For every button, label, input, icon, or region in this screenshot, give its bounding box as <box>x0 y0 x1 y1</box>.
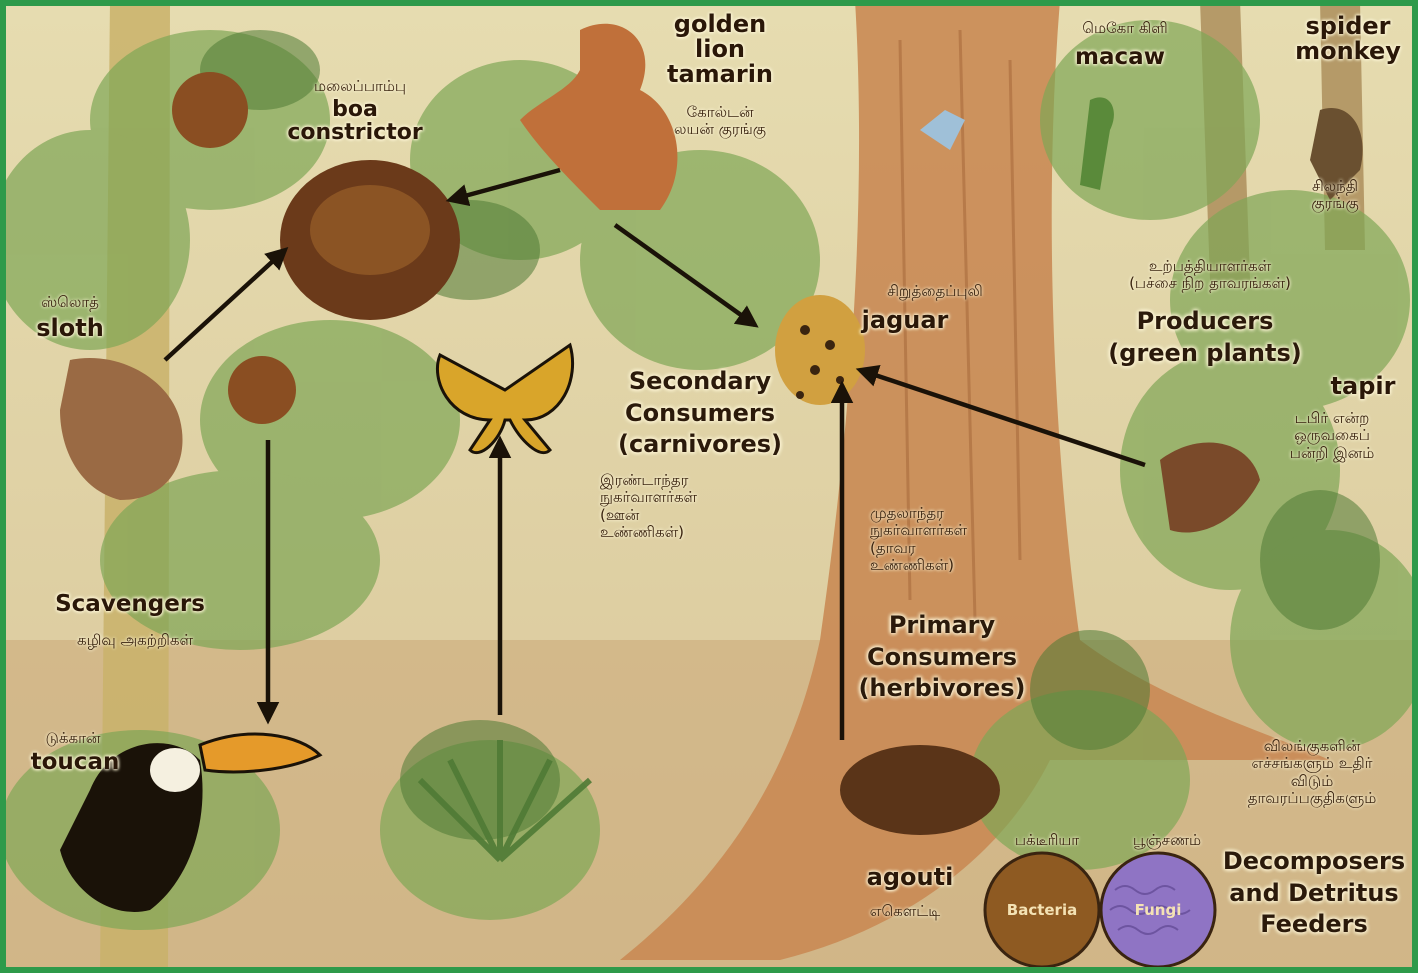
primary-consumers-label: Primary Consumers (herbivores) <box>842 610 1042 705</box>
macaw-label: macaw <box>1055 45 1185 69</box>
scavengers-label-tamil: கழிவு அகற்றிகள் <box>45 632 225 649</box>
seed-pod <box>172 72 248 148</box>
jaguar-label: jaguar <box>850 308 960 333</box>
toucan-label: toucan <box>15 750 135 774</box>
fungi-label: Fungi <box>1106 901 1210 919</box>
macaw-label-tamil: மெகோ கிளி <box>1055 20 1195 37</box>
scavengers-label: Scavengers <box>35 592 225 616</box>
spider-monkey-label-tamil: சிலந்தி குரங்கு <box>1275 178 1395 213</box>
tamarin-label-tamil: கோல்டன் லயன் குரங்கு <box>640 104 800 139</box>
tapir-label-tamil: டபிர் என்ற ஒருவகைப் பன்றி இனம் <box>1262 410 1402 462</box>
sloth-label-tamil: ஸ்லொத் <box>20 294 120 311</box>
decomposers-label-tamil: விலங்குகளின் எச்சங்களும் உதிர் விடும் தா… <box>1222 738 1402 807</box>
agouti <box>840 745 1000 835</box>
boa-coil-pattern <box>310 185 430 275</box>
jaguar-label-tamil: சிறுத்தைப்புலி <box>855 283 1015 300</box>
bacteria-label-tamil: பக்டீரியா <box>992 832 1102 849</box>
agouti-label-tamil: எகௌட்டி <box>835 903 975 920</box>
agouti-label: agouti <box>850 865 970 890</box>
secondary-consumers-label: Secondary Consumers (carnivores) <box>600 366 800 461</box>
boa-label: boa constrictor <box>255 98 455 144</box>
tamarin-label: golden lion tamarin <box>650 12 790 88</box>
sloth-label: sloth <box>15 316 125 341</box>
primary-consumers-label-tamil: முதலாந்தர நுகர்வாளர்கள் (தாவர உண்ணிகள்) <box>870 505 1030 574</box>
seed-pod <box>228 356 296 424</box>
producers-label: Producers (green plants) <box>1085 306 1325 369</box>
bacteria-label: Bacteria <box>990 901 1094 919</box>
toucan-label-tamil: டுக்கான் <box>18 730 128 747</box>
fungi-label-tamil: பூஞ்சணம் <box>1112 832 1222 849</box>
boa-label-tamil: மலைப்பாம்பு <box>280 78 440 95</box>
secondary-consumers-label-tamil: இரண்டாந்தர நுகர்வாளர்கள் (ஊன் உண்ணிகள்) <box>600 472 780 541</box>
spider-monkey-label: spider monkey <box>1278 14 1418 64</box>
toucan-chest <box>150 748 200 792</box>
producers-label-tamil: உற்பத்தியாளர்கள் (பச்சை நிற தாவரங்கள்) <box>1080 258 1340 293</box>
decomposers-label: Decomposers and Detritus Feeders <box>1218 846 1410 941</box>
tapir-label: tapir <box>1318 374 1408 399</box>
